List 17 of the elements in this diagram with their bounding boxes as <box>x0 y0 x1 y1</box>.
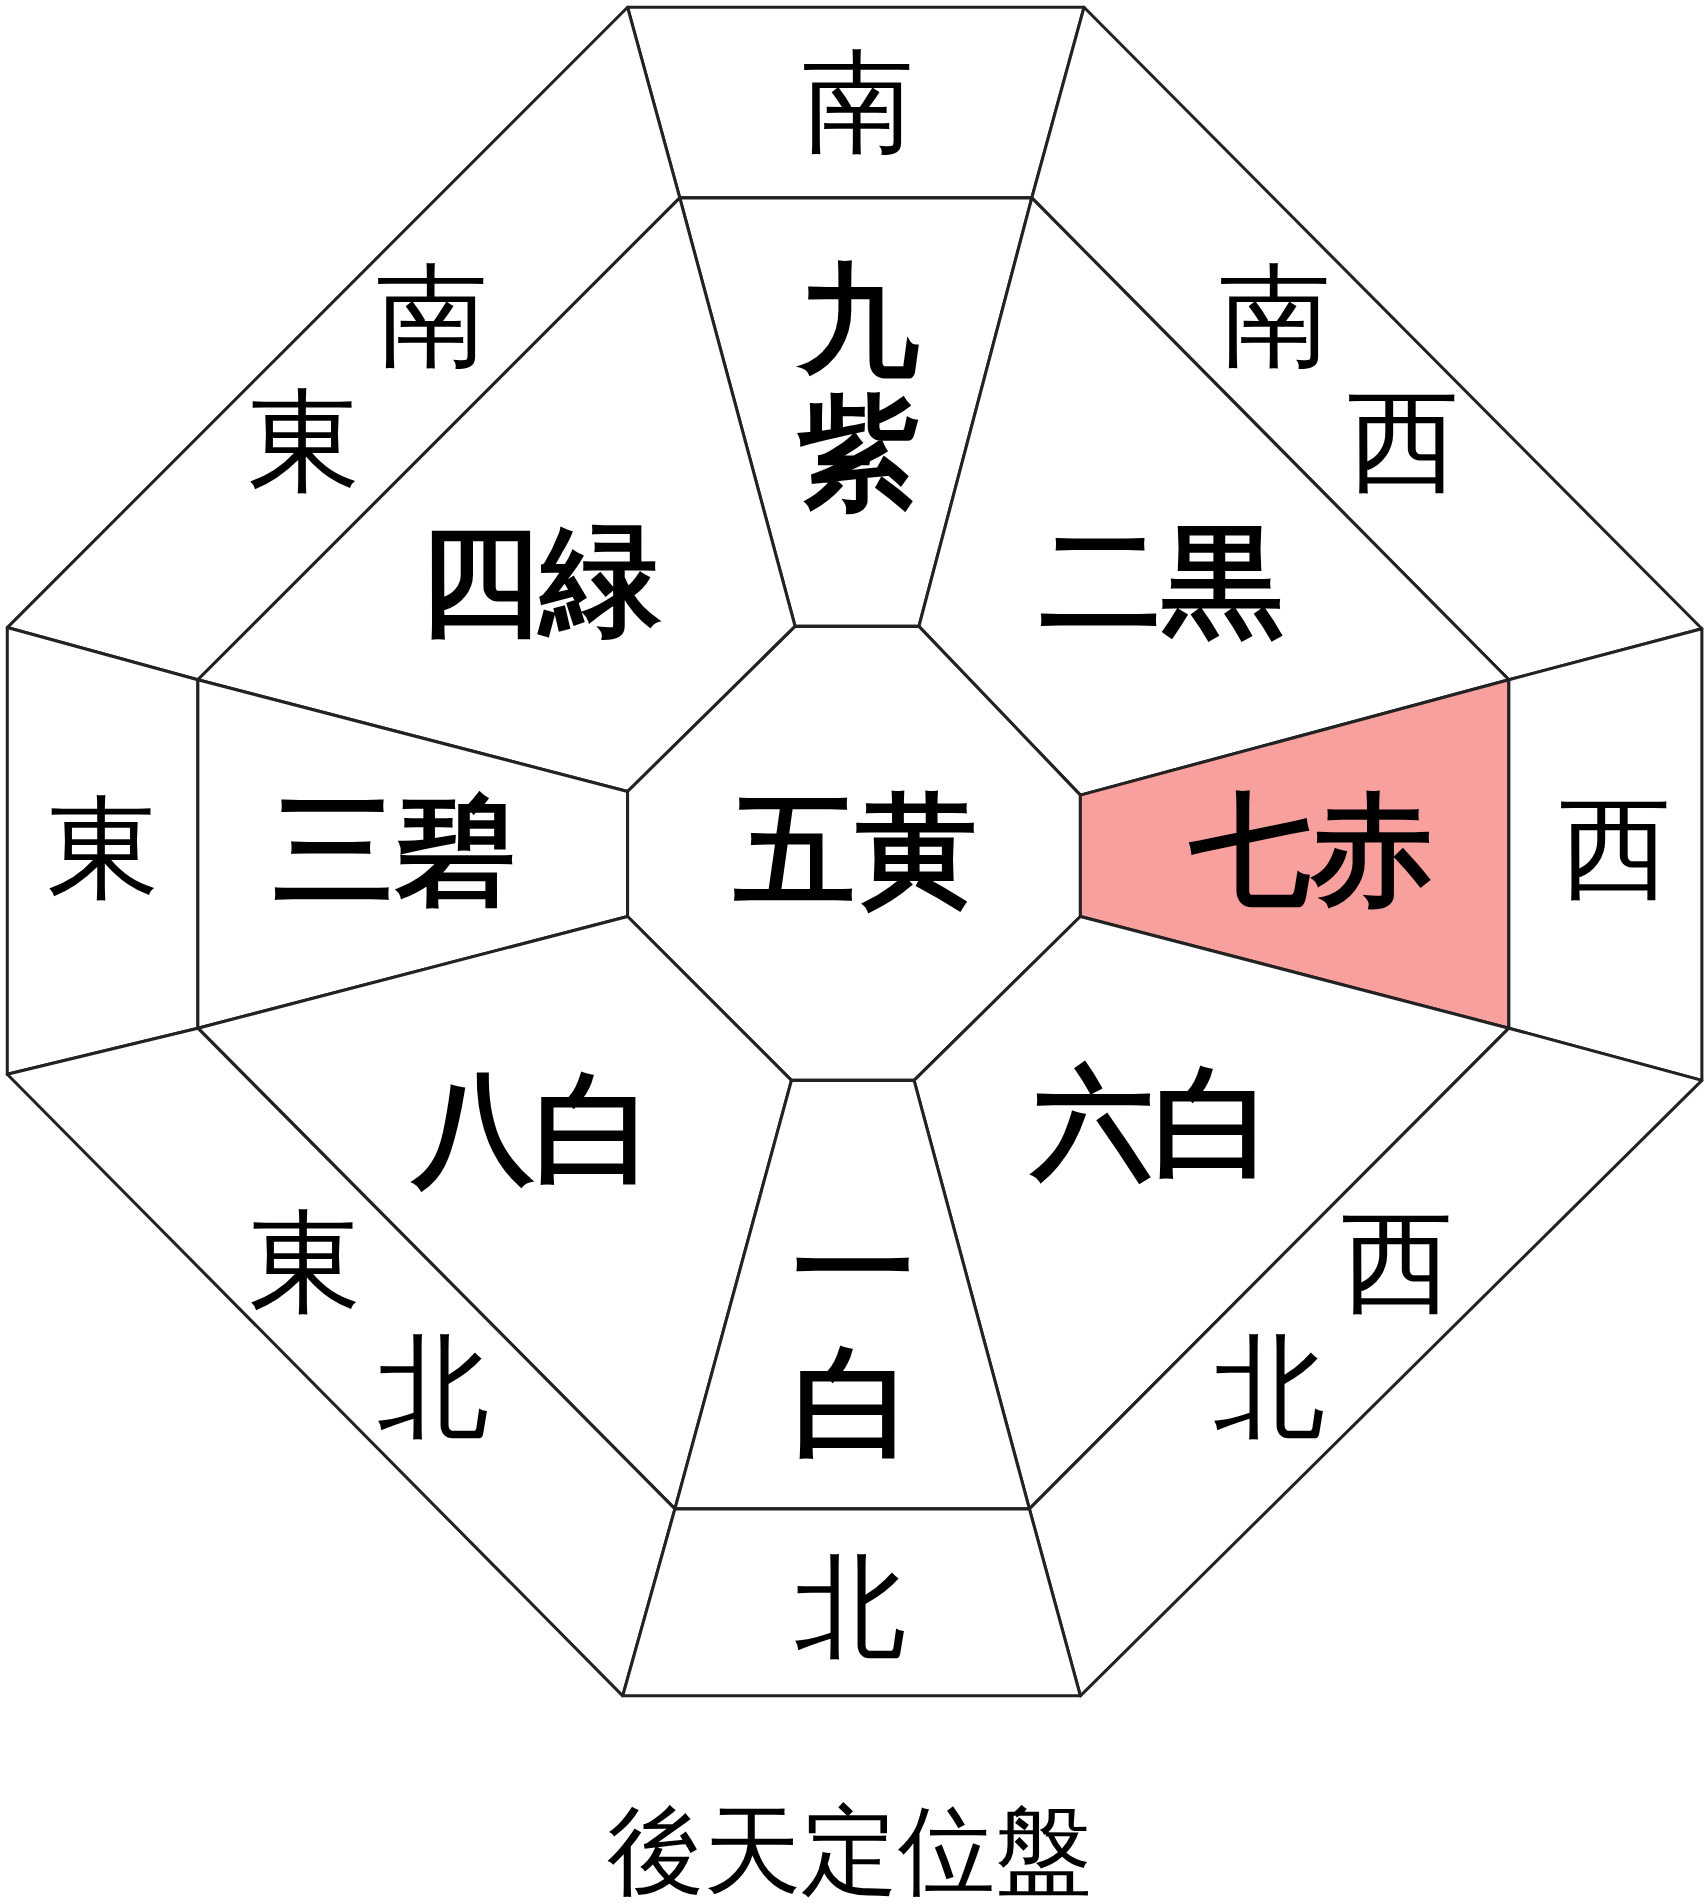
direction-label: 北 <box>793 1552 906 1665</box>
star-label: 二黒 <box>1040 519 1284 641</box>
star-label: 七赤 <box>1189 789 1433 911</box>
direction-label: 東北 <box>249 1207 489 1444</box>
direction-label: 南 <box>802 47 915 159</box>
star-label: 六白 <box>1031 1062 1275 1184</box>
direction-label: 西 <box>1558 793 1671 906</box>
direction-label: 東 <box>47 793 159 906</box>
direction-label: 南西 <box>1219 261 1459 499</box>
caption: 後天定位盤 <box>606 1802 1093 1900</box>
star-label: 一白 <box>792 1201 915 1469</box>
direction-label: 南東 <box>248 261 488 499</box>
star-label: 三碧 <box>273 789 516 911</box>
star-label: 九紫 <box>797 252 919 520</box>
star-label: 四緑 <box>418 519 662 641</box>
direction-label: 西北 <box>1213 1207 1453 1444</box>
star-label: 八白 <box>412 1068 656 1190</box>
